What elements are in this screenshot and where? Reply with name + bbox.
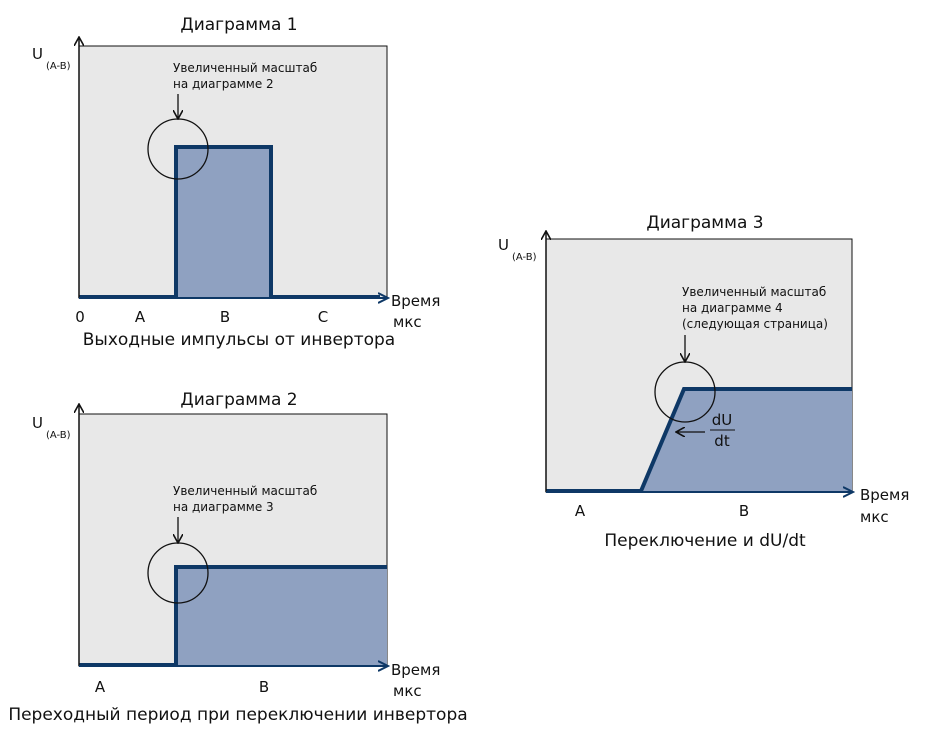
diagram-1-x-unit: мкс <box>393 313 422 331</box>
diagram-1-tick-0: 0 <box>75 308 85 326</box>
diagram-3-slope-numerator: dU <box>712 411 733 429</box>
diagram-2: Диаграмма 2 U (A-B) Время мкс A B Увелич… <box>8 390 467 725</box>
diagram-1-y-label-sub: (A-B) <box>46 61 71 72</box>
diagram-1-note-line2: на диаграмме 2 <box>173 77 274 91</box>
diagram-3-x-label: Время <box>860 486 909 504</box>
diagram-1-pulse-fill <box>176 147 271 298</box>
diagram-3-note-line1: Увеличенный масштаб <box>682 285 826 299</box>
diagram-1-note-line1: Увеличенный масштаб <box>173 61 317 75</box>
diagram-2-step-fill <box>176 567 387 666</box>
diagram-2-note-line2: на диаграмме 3 <box>173 500 274 514</box>
diagram-3-y-label: U <box>498 236 509 254</box>
diagram-2-x-label: Время <box>391 661 440 679</box>
diagram-2-y-label-sub: (A-B) <box>46 430 71 441</box>
diagram-3-zoom-circle <box>654 361 716 423</box>
diagram-2-tick-b: B <box>259 678 269 696</box>
diagram-3-caption: Переключение и dU/dt <box>604 531 806 551</box>
diagram-3-note-line2: на диаграмме 4 <box>682 301 783 315</box>
diagram-2-y-label: U <box>32 414 43 432</box>
diagram-3-tick-b: B <box>739 502 749 520</box>
diagram-3-title: Диаграмма 3 <box>646 213 763 233</box>
diagram-3-x-unit: мкс <box>860 508 889 526</box>
diagram-1-zoom-circle <box>147 118 209 180</box>
diagram-2-title: Диаграмма 2 <box>180 390 297 410</box>
diagram-1-title: Диаграмма 1 <box>180 15 297 35</box>
diagram-1-caption: Выходные импульсы от инвертора <box>83 330 395 350</box>
diagram-3: Диаграмма 3 U (A-B) Время мкс A B Увелич… <box>498 213 909 551</box>
diagram-2-tick-a: A <box>95 678 106 696</box>
diagram-3-ramp-fill <box>641 389 852 492</box>
diagram-2-zoom-circle <box>147 542 209 604</box>
diagram-1-x-label: Время <box>391 292 440 310</box>
diagram-3-slope-denominator: dt <box>714 432 730 450</box>
diagram-1-tick-a: A <box>135 308 146 326</box>
diagram-2-caption: Переходный период при переключении инвер… <box>8 705 467 725</box>
diagram-3-note-line3: (следующая страница) <box>682 317 828 331</box>
diagram-1: Диаграмма 1 U (A-B) Время мкс 0 A B C Ув… <box>32 15 440 350</box>
diagram-1-y-label: U <box>32 45 43 63</box>
diagram-2-note-line1: Увеличенный масштаб <box>173 484 317 498</box>
diagram-1-tick-c: C <box>318 308 328 326</box>
diagram-1-tick-b: B <box>220 308 230 326</box>
diagram-2-x-unit: мкс <box>393 682 422 700</box>
diagram-3-y-label-sub: (A-B) <box>512 252 537 263</box>
diagram-3-tick-a: A <box>575 502 586 520</box>
